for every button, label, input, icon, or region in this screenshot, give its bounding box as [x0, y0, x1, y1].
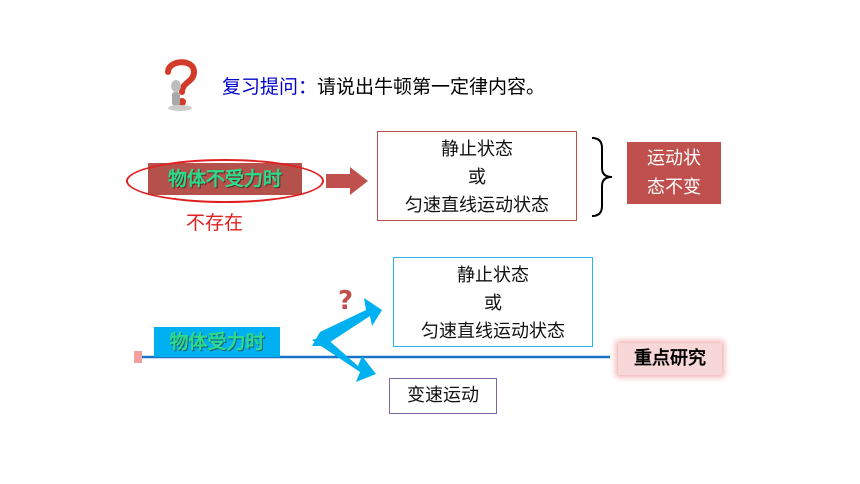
variable-motion-box: 变速运动	[389, 378, 497, 414]
result-line-1: 运动状	[647, 148, 701, 169]
motion-state-box-bottom: 静止状态 或 匀速直线运动状态	[393, 257, 593, 347]
right-brace-icon	[591, 137, 613, 217]
force-label: 物体受力时	[154, 327, 280, 357]
question-mark: ?	[338, 286, 354, 316]
lower-branch-arrow	[312, 336, 376, 382]
state-or: 或	[484, 293, 502, 314]
result-line-2: 态不变	[647, 177, 701, 198]
not-exist-note: 不存在	[186, 212, 244, 234]
motion-state-box-top: 静止状态 或 匀速直线运动状态	[377, 131, 577, 221]
state-uniform: 匀速直线运动状态	[405, 195, 549, 216]
motion-unchanged-box: 运动状 态不变	[627, 142, 721, 204]
upper-branch-arrow	[312, 298, 382, 346]
question-mark-figure-icon	[165, 59, 198, 111]
question-text: 请说出牛顿第一定律内容。	[317, 76, 546, 98]
state-still: 静止状态	[441, 139, 513, 160]
state-uniform: 匀速直线运动状态	[421, 321, 565, 342]
state-or: 或	[468, 167, 486, 188]
review-question: 复习提问：请说出牛顿第一定律内容。	[222, 72, 545, 99]
state-still: 静止状态	[457, 265, 529, 286]
right-arrow-icon	[326, 167, 368, 195]
question-lead: 复习提问：	[222, 76, 318, 98]
no-force-ellipse	[126, 159, 324, 203]
focus-study-label: 重点研究	[618, 343, 722, 375]
baseline-start-marker	[134, 351, 142, 363]
